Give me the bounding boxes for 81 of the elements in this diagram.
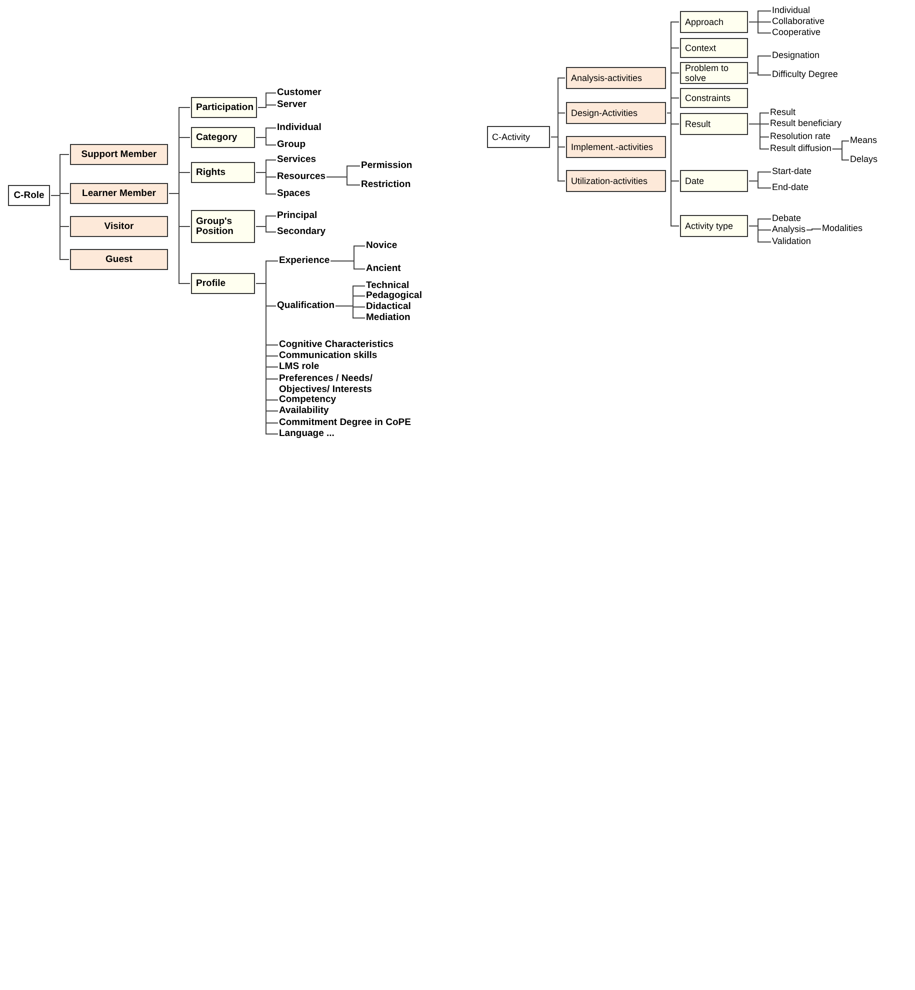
category-box: Utilization-activities bbox=[566, 170, 666, 192]
category-box: Analysis-activities bbox=[566, 67, 666, 89]
attribute-text: Group bbox=[277, 139, 306, 150]
attribute-text: Pedagogical bbox=[366, 290, 422, 301]
attribute-text: Language ... bbox=[279, 428, 334, 439]
connector-line bbox=[748, 180, 772, 188]
attribute-text: Didactical bbox=[366, 301, 411, 312]
connector-line bbox=[258, 104, 276, 108]
category-box: Problem to solve bbox=[680, 62, 748, 84]
connector-line bbox=[50, 195, 70, 260]
attribute-text: Result beneficiary bbox=[770, 118, 842, 129]
attribute-text: Availability bbox=[279, 405, 329, 416]
attribute-text: Individual bbox=[277, 122, 322, 133]
connector-line bbox=[335, 306, 366, 318]
attribute-text: Secondary bbox=[277, 226, 326, 237]
category-box: Support Member bbox=[70, 144, 168, 165]
attribute-text: Delays bbox=[850, 154, 878, 165]
category-box: Category bbox=[191, 127, 255, 148]
connector-line bbox=[256, 137, 276, 146]
attribute-text: Cooperative bbox=[772, 27, 821, 38]
category-box: Guest bbox=[70, 249, 168, 270]
category-box: Rights bbox=[191, 162, 255, 183]
attribute-text: Resources bbox=[277, 171, 326, 182]
attribute-text: Mediation bbox=[366, 312, 410, 323]
attribute-text: Validation bbox=[772, 236, 811, 247]
attribute-text: Means bbox=[850, 135, 878, 146]
attribute-text: Preferences / Needs/ Objectives/ Interests bbox=[279, 373, 379, 395]
attribute-text: Services bbox=[277, 154, 316, 165]
attribute-text: Cognitive Characteristics bbox=[279, 339, 394, 350]
attribute-text: Server bbox=[277, 99, 307, 110]
attribute-text: Spaces bbox=[277, 188, 310, 199]
attribute-text: Debate bbox=[772, 213, 802, 224]
attribute-text: Start-date bbox=[772, 166, 812, 177]
connector-line bbox=[748, 124, 770, 150]
category-box: Activity type bbox=[680, 215, 748, 237]
connector-line bbox=[168, 193, 190, 284]
connector-line bbox=[832, 148, 850, 160]
attribute-text: Qualification bbox=[277, 300, 335, 311]
attribute-text: Result diffusion bbox=[770, 143, 832, 154]
category-box: Implement.-activities bbox=[566, 136, 666, 158]
attribute-text: Principal bbox=[277, 210, 318, 221]
attribute-text: Commitment Degree in CoPE bbox=[279, 417, 411, 428]
connector-line bbox=[326, 176, 360, 186]
category-box: Design-Activities bbox=[566, 102, 666, 124]
connector-line bbox=[748, 22, 772, 34]
connector-line bbox=[806, 228, 822, 230]
attribute-text: Communication skills bbox=[279, 350, 378, 361]
category-box: Approach bbox=[680, 11, 748, 33]
attribute-text: Result bbox=[770, 107, 796, 118]
connector-line bbox=[748, 226, 772, 242]
attribute-text: Designation bbox=[772, 50, 820, 61]
attribute-text: Restriction bbox=[361, 179, 411, 190]
attribute-text: Difficulty Degree bbox=[772, 69, 838, 80]
attribute-text: End-date bbox=[772, 182, 809, 193]
attribute-text: Permission bbox=[361, 160, 412, 171]
attribute-text: Analysis bbox=[772, 224, 806, 235]
category-box: Visitor bbox=[70, 216, 168, 237]
attribute-text: Individual bbox=[772, 5, 810, 16]
attribute-text: Modalities bbox=[822, 223, 863, 234]
connector-line bbox=[748, 72, 772, 76]
category-box: C-Role bbox=[8, 185, 50, 206]
category-box: Result bbox=[680, 113, 748, 135]
category-box: Context bbox=[680, 38, 748, 58]
category-box: Profile bbox=[191, 273, 255, 294]
attribute-text: Ancient bbox=[366, 263, 401, 274]
connector-line bbox=[330, 260, 366, 270]
attribute-text: Experience bbox=[279, 255, 330, 266]
connector-line bbox=[256, 226, 276, 232]
attribute-text: Competency bbox=[279, 394, 336, 405]
category-box: Date bbox=[680, 170, 748, 192]
attribute-text: Technical bbox=[366, 280, 410, 291]
attribute-text: Collaborative bbox=[772, 16, 825, 27]
attribute-text: Novice bbox=[366, 240, 398, 251]
attribute-text: LMS role bbox=[279, 361, 320, 372]
category-box: Group's Position bbox=[191, 210, 255, 243]
category-box: C-Activity bbox=[487, 126, 550, 148]
category-box: Learner Member bbox=[70, 183, 168, 204]
attribute-text: Resolution rate bbox=[770, 131, 831, 142]
attribute-text: Customer bbox=[277, 87, 322, 98]
category-box: Constraints bbox=[680, 88, 748, 108]
category-box: Participation bbox=[191, 97, 257, 118]
